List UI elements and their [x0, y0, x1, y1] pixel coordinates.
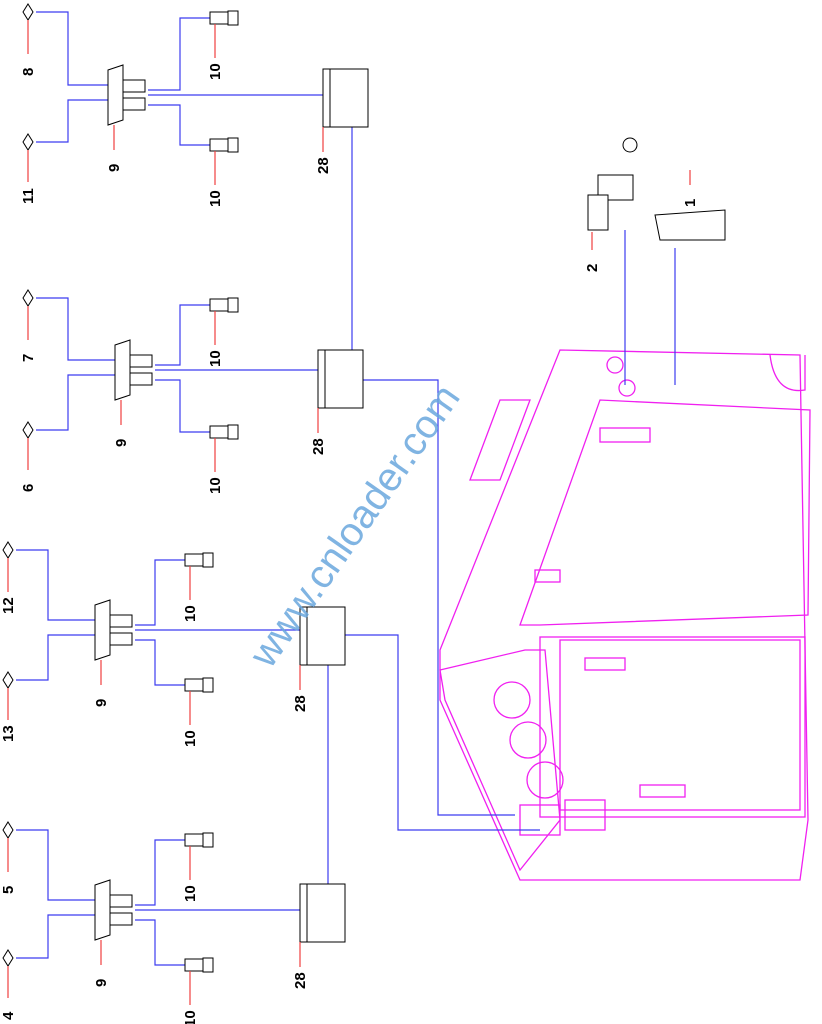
bulb-base — [202, 957, 214, 973]
callout-9: 9 — [106, 164, 123, 172]
callout-6: 6 — [20, 484, 37, 492]
callout-10: 10 — [207, 350, 224, 367]
callout-28: 28 — [292, 695, 309, 712]
bulb — [209, 425, 229, 439]
bulb — [184, 553, 204, 567]
watermark: www.cnloader.com — [241, 377, 469, 676]
bulb — [209, 11, 229, 25]
wire — [135, 919, 185, 966]
indicator-lamp — [22, 133, 34, 151]
bulb-base — [202, 832, 214, 848]
wire — [135, 639, 185, 686]
callout-9: 9 — [93, 979, 110, 987]
switch-terminal — [109, 894, 133, 908]
rocker-switch — [94, 599, 111, 661]
wire — [135, 559, 185, 626]
wire — [155, 379, 210, 433]
callout-9: 9 — [93, 699, 110, 707]
wire — [36, 297, 125, 361]
bulb-base — [227, 137, 239, 153]
callout-7: 7 — [20, 354, 37, 362]
parts — [2, 3, 726, 973]
indicator-lamp — [2, 821, 14, 839]
bulb — [209, 298, 229, 312]
wire — [345, 634, 540, 831]
callout-9: 9 — [113, 439, 130, 447]
switch-terminal — [109, 614, 133, 628]
rocker-switch — [107, 64, 124, 126]
bulb — [184, 833, 204, 847]
callout-5: 5 — [0, 886, 17, 894]
indicator-lamp — [2, 671, 14, 689]
callout-10: 10 — [207, 190, 224, 207]
bulb-base — [227, 297, 239, 313]
indicator-lamp — [22, 289, 34, 307]
bulb — [184, 958, 204, 972]
callout-10: 10 — [182, 730, 199, 747]
switch-terminal — [109, 912, 133, 926]
indicator-lamp — [2, 949, 14, 967]
indicator-lamp — [2, 541, 14, 559]
callout-labels: 8 11 9 10 10 28 7 6 9 10 10 28 12 13 9 10 10 28 5 4 9 10 10 28 2… — [0, 20, 699, 1024]
indicator-lamp — [22, 3, 34, 21]
switch-terminal — [129, 372, 153, 386]
wire — [148, 104, 210, 146]
rocker-switch — [114, 339, 131, 401]
rocker-switch — [94, 879, 111, 941]
wire — [16, 829, 105, 901]
bulb — [184, 678, 204, 692]
bulb — [209, 138, 229, 152]
wire — [16, 634, 105, 681]
switch-terminal — [129, 354, 153, 368]
callout-12: 12 — [0, 597, 17, 614]
switch-terminal — [109, 632, 133, 646]
callout-10: 10 — [182, 1010, 199, 1024]
control-panel — [439, 349, 811, 881]
wire — [16, 549, 105, 621]
callout-10: 10 — [182, 885, 199, 902]
wiring — [16, 11, 676, 966]
wire — [36, 11, 118, 86]
wire — [155, 304, 210, 366]
callout-10: 10 — [207, 477, 224, 494]
bulb-base — [202, 677, 214, 693]
callout-1: 1 — [682, 199, 699, 207]
key — [622, 137, 638, 153]
wire — [148, 17, 210, 91]
callout-28: 28 — [315, 157, 332, 174]
callout-10: 10 — [182, 605, 199, 622]
callout-4: 4 — [0, 1011, 17, 1020]
wire — [135, 839, 185, 906]
switch-terminal — [122, 79, 146, 93]
switch-terminal — [122, 97, 146, 111]
bulb-base — [227, 424, 239, 440]
label-card — [654, 209, 726, 241]
callout-11: 11 — [20, 188, 37, 204]
wire — [36, 374, 125, 431]
callout-28: 28 — [292, 972, 309, 989]
wire — [340, 379, 515, 816]
bulb-base — [227, 10, 239, 26]
wire — [16, 914, 105, 959]
wire — [36, 99, 118, 143]
callout-2: 2 — [584, 264, 601, 272]
callout-8: 8 — [20, 68, 37, 76]
callout-28: 28 — [310, 438, 327, 455]
indicator-lamp — [22, 421, 34, 439]
key-switch-body — [587, 194, 609, 231]
bulb-base — [202, 552, 214, 568]
callout-10: 10 — [207, 63, 224, 80]
callout-13: 13 — [0, 725, 17, 742]
